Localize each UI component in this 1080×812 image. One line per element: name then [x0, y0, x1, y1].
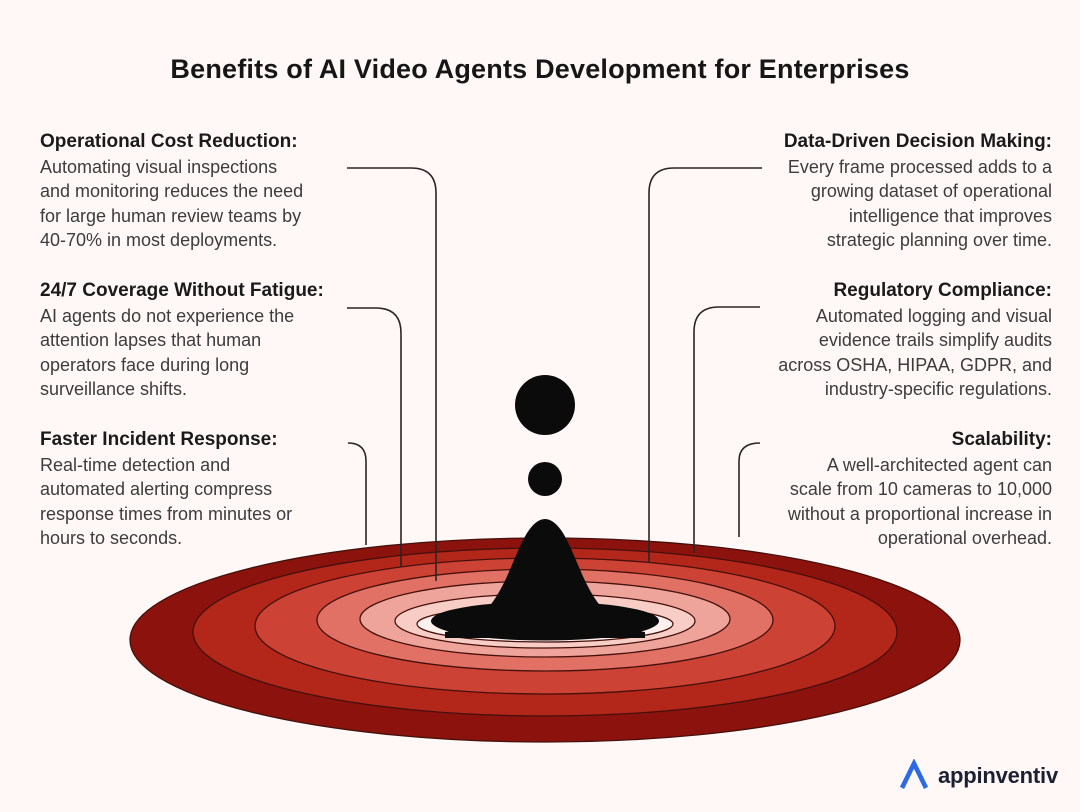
connector-lines [347, 167, 762, 581]
benefit-line: and monitoring reduces the need [40, 181, 304, 201]
benefit-line: hours to seconds. [40, 528, 183, 548]
benefit-heading: Faster Incident Response: [40, 429, 278, 450]
benefit-line: growing dataset of operational [810, 181, 1052, 201]
benefit-line: without a proportional increase in [787, 503, 1052, 524]
benefit-heading: Operational Cost Reduction: [40, 131, 298, 152]
benefit-regulatory-compliance: Regulatory Compliance: Automated logging… [732, 279, 1052, 402]
benefit-line: Automating visual inspections [40, 156, 278, 177]
connector-operational-cost [347, 167, 437, 581]
droplet-splash [431, 375, 659, 641]
benefit-line: Automated logging and visual [815, 305, 1052, 326]
benefit-line: Real-time detection and [40, 454, 231, 475]
benefit-line: across OSHA, HIPAA, GDPR, and [778, 354, 1052, 375]
appinventiv-logo: appinventiv [898, 759, 1058, 792]
benefit-line: attention lapses that human [40, 330, 262, 350]
page-title: Benefits of AI Video Agents Development … [170, 54, 910, 84]
triangle-a-glyph [899, 759, 929, 789]
benefit-line: A well-architected agent can [826, 454, 1052, 475]
splash-peak [445, 519, 645, 638]
benefit-line: scale from 10 cameras to 10,000 [789, 479, 1052, 499]
benefit-line: 40-70% in most deployments. [40, 230, 278, 250]
benefit-heading: Scalability: [951, 429, 1052, 450]
benefit-line: industry-specific regulations. [824, 379, 1052, 399]
benefit-line: for large human review teams by [40, 205, 302, 226]
benefit-line: surveillance shifts. [40, 379, 188, 399]
falling-drop-small-icon [528, 462, 562, 496]
benefit-line: operational overhead. [877, 528, 1052, 548]
benefit-data-driven-decisions: Data-Driven Decision Making: Every frame… [732, 130, 1052, 253]
connector-scalability [738, 442, 761, 537]
benefit-line: evidence trails simplify audits [818, 330, 1052, 350]
benefit-line: strategic planning over time. [826, 230, 1052, 250]
connector-faster-incident [347, 442, 367, 545]
connector-247-coverage [347, 307, 402, 567]
benefit-line: intelligence that improves [848, 205, 1052, 226]
benefit-faster-incident-response: Faster Incident Response: Real-time dete… [40, 428, 360, 551]
benefit-line: automated alerting compress [40, 479, 273, 499]
appinventiv-triangle-icon [899, 759, 929, 789]
benefit-heading: Regulatory Compliance: [833, 280, 1052, 301]
connector-data-driven [648, 167, 762, 563]
benefit-line: operators face during long [40, 354, 250, 375]
benefit-247-coverage: 24/7 Coverage Without Fatigue: AI agents… [40, 279, 360, 402]
benefit-heading: Data-Driven Decision Making: [783, 131, 1052, 152]
benefit-operational-cost-reduction: Operational Cost Reduction: Automating v… [40, 130, 360, 253]
logo-text: appinventiv [937, 762, 1058, 788]
falling-drop-large-icon [515, 375, 575, 435]
benefit-line: Every frame processed adds to a [787, 156, 1052, 177]
connector-regulatory [693, 306, 760, 553]
benefit-scalability: Scalability: A well-architected agent ca… [732, 428, 1052, 551]
benefit-heading: 24/7 Coverage Without Fatigue: [40, 280, 324, 301]
benefit-line: AI agents do not experience the [40, 305, 295, 326]
benefit-line: response times from minutes or [40, 503, 293, 524]
